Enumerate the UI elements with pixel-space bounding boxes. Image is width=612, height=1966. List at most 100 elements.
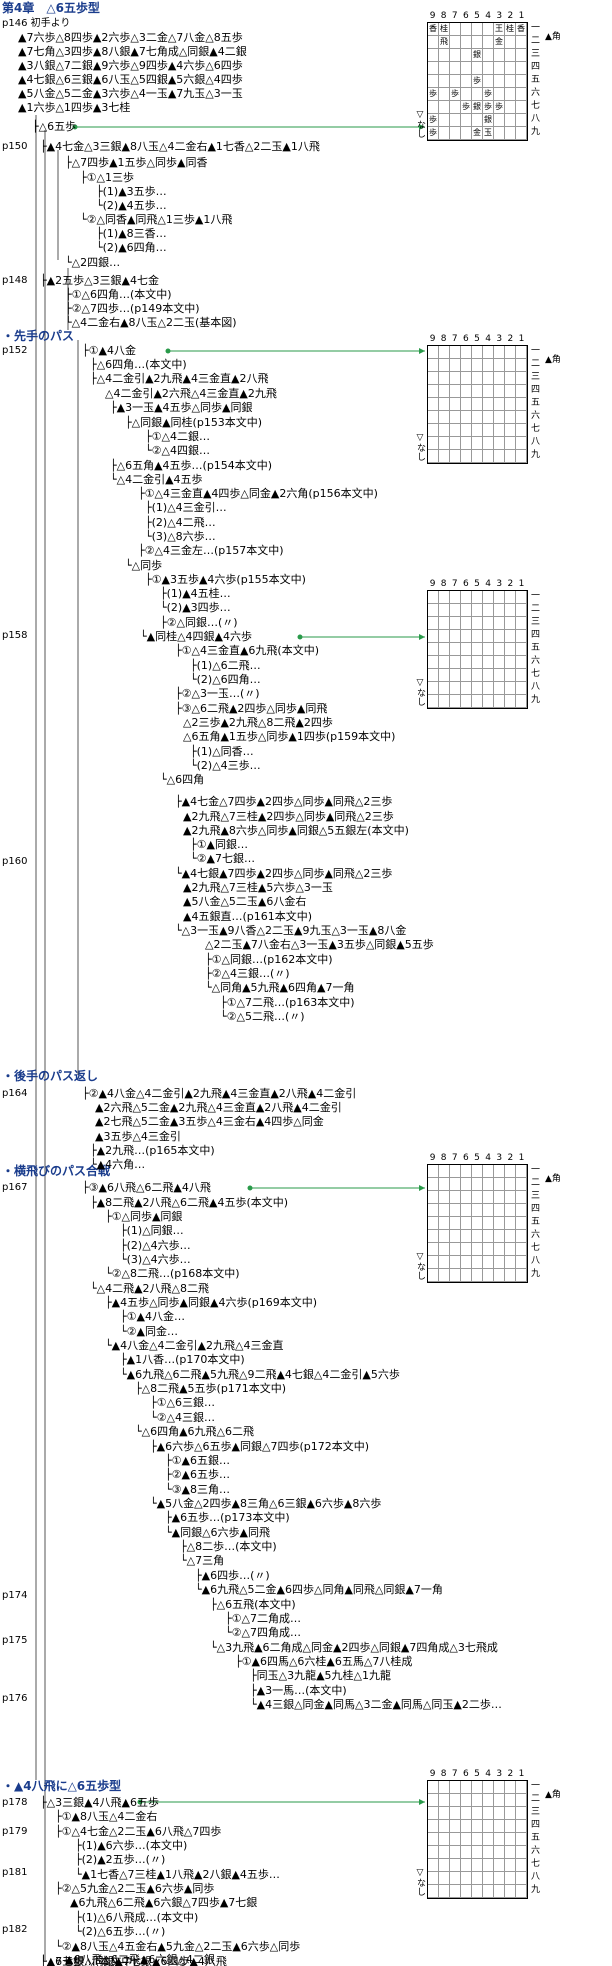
move-line: ├①▲3五歩▲4六歩(p155本文中) (145, 573, 306, 586)
board-cell (505, 424, 516, 437)
board-cell (516, 1243, 527, 1256)
board-cell: 桂 (505, 23, 516, 36)
board-cell (483, 1833, 494, 1846)
board-cell (450, 359, 461, 372)
board-cell (505, 1165, 516, 1178)
board-cell (472, 630, 483, 643)
board-cell (428, 450, 439, 463)
board-cell (516, 62, 527, 75)
move-line: └(2)▲3四歩… (160, 601, 231, 614)
board-cell (472, 1165, 483, 1178)
move-line: └②△同香▲同飛△1三歩▲1八飛 (80, 213, 233, 226)
board-cell (450, 1885, 461, 1898)
board-cell (516, 1833, 527, 1846)
board-cell (428, 643, 439, 656)
board-cell (483, 1885, 494, 1898)
move-line: ├③▲6八飛△6二飛▲4八飛 (82, 1181, 211, 1194)
board-cell (428, 1217, 439, 1230)
board-cell (516, 1178, 527, 1191)
move-line: └②▲同金… (120, 1325, 178, 1338)
rank-label: 二 (531, 359, 541, 369)
board-cell (494, 62, 505, 75)
board-cell (516, 1807, 527, 1820)
board-cell (439, 695, 450, 708)
rank-label: 七 (531, 424, 541, 434)
board-cell (461, 114, 472, 127)
board-cell (505, 49, 516, 62)
board-cell (505, 643, 516, 656)
page-ref: p167 (2, 1182, 28, 1193)
board-cell (428, 630, 439, 643)
board-cell (439, 114, 450, 127)
board-cell (472, 437, 483, 450)
move-line: ├△8二歩…(本文中) (180, 1540, 277, 1553)
board-cell (450, 424, 461, 437)
board-cell (461, 1191, 472, 1204)
board-cell (505, 1885, 516, 1898)
board-cell (461, 1243, 472, 1256)
move-line: ▲2九飛△7三桂▲2四歩△同歩▲同飛△2三歩 (183, 810, 394, 823)
board-cell (494, 591, 505, 604)
board-cell (516, 88, 527, 101)
move-line: └△7三角 (180, 1554, 225, 1567)
move-line: └(2)△6四角… (190, 673, 261, 686)
board-cell (494, 1217, 505, 1230)
board-cell (450, 1217, 461, 1230)
board-cell (461, 1230, 472, 1243)
hand-pieces-gote: ▽なし (415, 1868, 425, 1896)
move-line: ▲1六歩△1四歩▲3七桂 (18, 101, 131, 114)
rank-label: 一 (531, 591, 541, 601)
move-line: └(3)△4六歩… (120, 1253, 191, 1266)
board-cell (461, 127, 472, 140)
rank-label: 一 (531, 23, 541, 33)
board-cell (516, 437, 527, 450)
move-line: ├△6四角…(本文中) (90, 358, 187, 371)
board-cell (439, 62, 450, 75)
board-ranks: 一二三四五六七八九 (531, 590, 543, 707)
board-cell (505, 1191, 516, 1204)
board-cell (505, 450, 516, 463)
board-cell (483, 1165, 494, 1178)
board-cell (428, 424, 439, 437)
file-label: 8 (440, 579, 447, 589)
board-cell (428, 101, 439, 114)
rank-label: 八 (531, 1872, 541, 1882)
file-label: 1 (518, 334, 525, 344)
board-cell (483, 617, 494, 630)
board-cell (450, 1230, 461, 1243)
file-label: 1 (518, 1153, 525, 1163)
file-label: 4 (485, 334, 491, 344)
board-cell (428, 695, 439, 708)
rank-label: 九 (531, 1269, 541, 1279)
board-cell (483, 450, 494, 463)
board-cell: 歩 (428, 88, 439, 101)
file-label: 5 (474, 1769, 480, 1779)
hand-pieces-sente: ▲角 (545, 355, 561, 365)
board-cell (516, 411, 527, 424)
board-cell (439, 450, 450, 463)
board-cell (439, 656, 450, 669)
arrow-dot (165, 348, 171, 354)
move-line: └△6四角▲6九飛△6二飛 (135, 1425, 254, 1438)
board-cell (494, 669, 505, 682)
board-cell (450, 127, 461, 140)
board-cell (505, 1872, 516, 1885)
board-cell (494, 604, 505, 617)
board-cell (461, 88, 472, 101)
board-cell (450, 346, 461, 359)
file-label: 7 (451, 579, 458, 589)
board-cell (516, 359, 527, 372)
board-cell (505, 1217, 516, 1230)
board-grid: 香桂王桂香飛金銀歩歩歩歩歩銀歩歩歩銀歩金玉 (427, 22, 528, 141)
move-line: ├▲1八香…(p170本文中) (120, 1353, 245, 1366)
board-cell (516, 1230, 527, 1243)
board-cell (439, 1807, 450, 1820)
board-cell (450, 1269, 461, 1282)
page-ref: p181 (2, 1867, 28, 1878)
board-cell (505, 411, 516, 424)
board-cell (494, 1885, 505, 1898)
board-cell (516, 1204, 527, 1217)
board-cell (494, 1846, 505, 1859)
board-cell (505, 1781, 516, 1794)
